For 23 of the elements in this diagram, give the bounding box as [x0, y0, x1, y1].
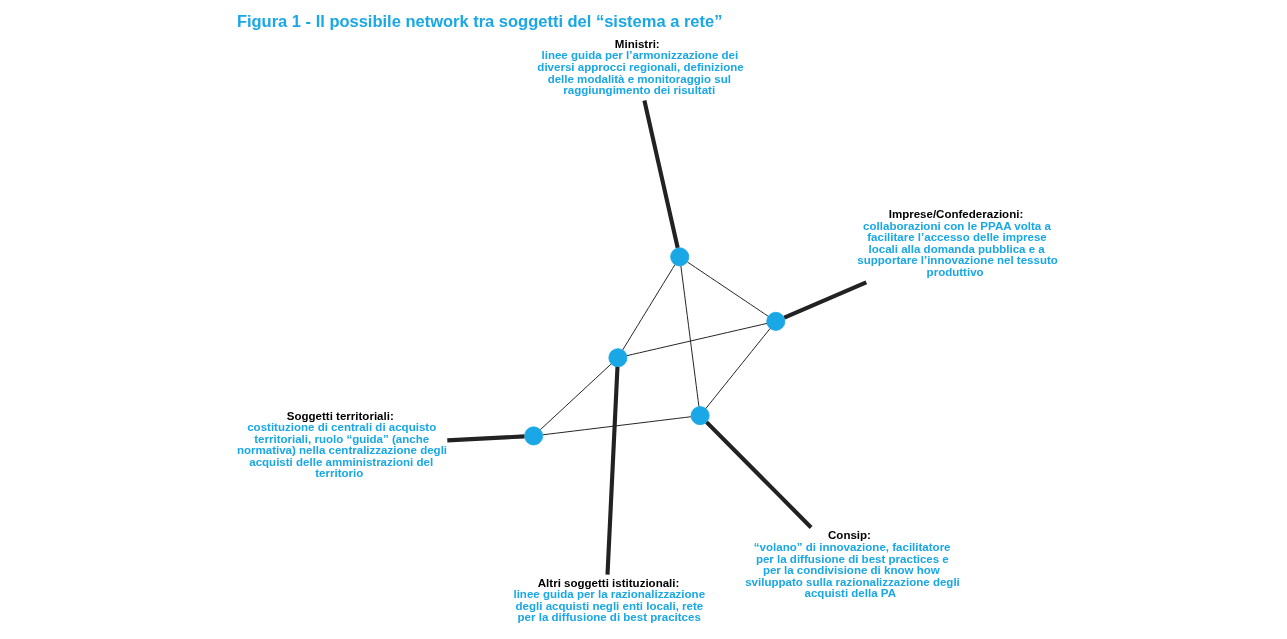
connector: [679, 265, 699, 407]
connector: [686, 261, 769, 317]
connector: [446, 434, 524, 443]
diagram-title: Figura 1 - Il possibile network tra soggetti del “sistema a rete”: [236, 12, 722, 31]
connector: [541, 416, 691, 436]
node-text: Consip: “volano” di innovazione, facilitatore per la diffusione di best practices e per la condivisione di know how sviluppato sulla razionalizzazione degli acquisti della PA: [744, 529, 960, 600]
node-circle: [765, 311, 785, 331]
connector: [641, 100, 680, 249]
connector: [539, 363, 612, 431]
node-circle: [669, 247, 689, 267]
connector: [783, 280, 867, 320]
connector: [604, 366, 620, 575]
node-circle: [607, 348, 627, 368]
node-text: Altri soggetti istituzionali: linee guida per la razionalizzazione degli acquisti negli enti locali, rete per la diffusione di best pracitces: [512, 576, 705, 624]
node-text: Imprese/Confederazioni: collaborazioni con le PPAA volta a facilitare l’accesso delle imprese locali alla domanda pubblica e a supportare l’innovazione nel tessuto produttivo: [856, 208, 1058, 278]
node-circle: [523, 426, 543, 446]
connector: [704, 328, 771, 410]
connector: [625, 322, 767, 357]
node-text: Ministri: linee guida per l’armonizzazione dei diversi approcci regionali, definizione delle modalità e monitoraggio sul raggiungimento dei risultati: [536, 37, 744, 97]
node-circle: [690, 406, 710, 426]
node-text: Soggetti territoriali: costituzione di centrali di acquisto territoriali, ruolo “guida” (anche normativa) nella centralizzazione degli acquisti delle amministrazioni del territorio: [236, 409, 447, 480]
connector: [704, 420, 813, 529]
connector: [621, 264, 675, 351]
